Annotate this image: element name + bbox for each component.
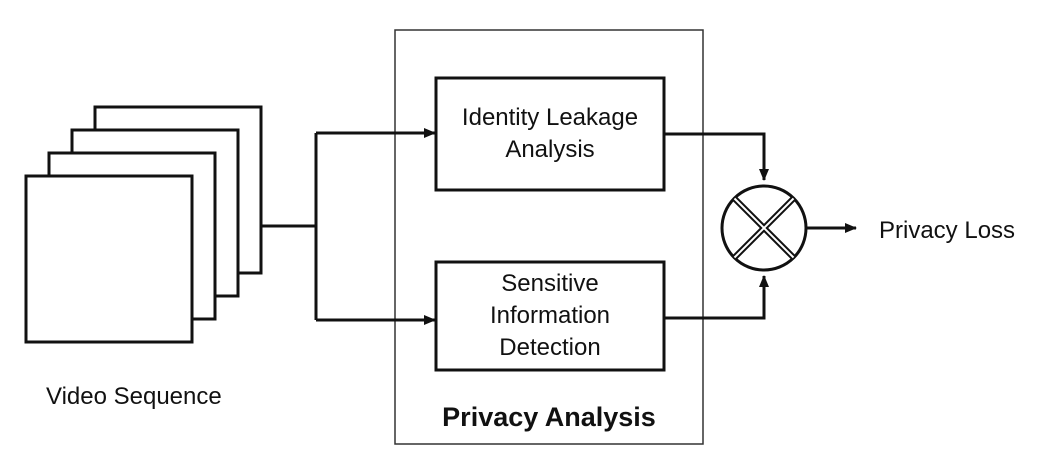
sensitive-info-label-line-3: Detection	[499, 334, 601, 361]
privacy-analysis-container	[394, 29, 704, 445]
privacy-loss-label: Privacy Loss	[879, 217, 1016, 244]
multiply-circle-icon	[720, 184, 808, 272]
input-split-connector	[261, 128, 436, 325]
sensitive-info-label-line-1: Sensitive	[501, 270, 599, 297]
video-frame-1	[24, 174, 194, 344]
sensitive-info-label-line-2: Information	[489, 302, 611, 329]
combine-connectors	[664, 132, 769, 320]
privacy-analysis-title: Privacy Analysis	[442, 402, 656, 432]
sensitive-info-label: Sensitive Information Detection	[436, 262, 664, 370]
sensitive-info-box	[434, 260, 666, 372]
arrow-sensitive-to-combiner	[664, 275, 769, 320]
video-frames-stack	[24, 105, 263, 344]
video-sequence-label: Video Sequence	[46, 383, 222, 410]
identity-leakage-label: Identity Leakage Analysis	[436, 78, 664, 190]
arrow-identity-to-combiner	[664, 132, 769, 181]
identity-leakage-box	[434, 76, 666, 192]
identity-leakage-label-line-2: Analysis	[505, 136, 595, 163]
identity-leakage-label-line-1: Identity Leakage	[461, 104, 639, 131]
